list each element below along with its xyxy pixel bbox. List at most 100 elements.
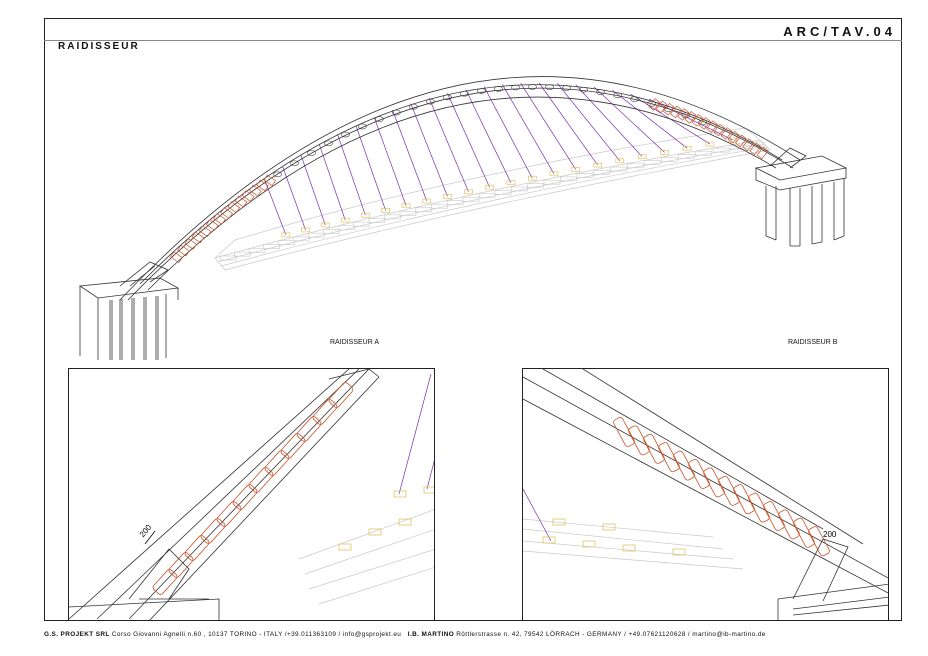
arch-opening xyxy=(477,88,486,94)
bearing-pad xyxy=(368,528,382,536)
detail-b-deck xyxy=(523,518,744,570)
hanger-anchor xyxy=(320,222,330,228)
deck-beam xyxy=(678,154,695,159)
stiffeners-right xyxy=(648,98,769,160)
hanger-anchor xyxy=(660,150,669,155)
stiffener xyxy=(280,433,306,459)
hanger-anchor xyxy=(340,217,350,223)
footer-address-1: Corso Giovanni Agnelli n.60 , 10137 TORI… xyxy=(111,631,402,638)
detail-a-drawing: 200 xyxy=(69,369,434,620)
deck-beam xyxy=(384,214,401,220)
stiffener xyxy=(232,484,258,510)
arch-opening xyxy=(562,85,571,91)
hanger-cable xyxy=(593,86,665,153)
arch-openings xyxy=(273,84,708,178)
deck-beam xyxy=(610,166,627,172)
deck-beam xyxy=(462,196,480,202)
arch-opening xyxy=(426,98,435,105)
arch-opening xyxy=(545,84,554,90)
hanger-anchor xyxy=(637,154,647,159)
stiffener xyxy=(184,238,198,250)
deck-beam xyxy=(415,207,432,213)
bridge-overview-drawing xyxy=(78,76,848,360)
deck-beam xyxy=(278,240,295,245)
stiffener xyxy=(677,108,690,121)
hanger-cable xyxy=(502,84,555,174)
sheet-title: RAIDISSEUR xyxy=(58,41,140,52)
arch-opening xyxy=(273,171,282,178)
arch-opening xyxy=(579,86,588,93)
hanger-cable xyxy=(465,89,512,183)
hanger-cable xyxy=(410,103,448,197)
stiffener xyxy=(213,213,226,225)
hanger-anchor xyxy=(682,145,692,151)
stiffener xyxy=(227,201,241,214)
deck-beam xyxy=(368,218,386,223)
stiffener xyxy=(706,120,719,133)
hanger-cable xyxy=(575,84,643,157)
hanger-cables xyxy=(264,82,738,238)
detail-a-hangers xyxy=(398,373,434,495)
arch-opening xyxy=(647,100,656,107)
bearing-pad xyxy=(393,490,407,498)
hanger-cable xyxy=(447,93,490,188)
detail-a-stiffeners xyxy=(152,382,354,595)
hanger-cable xyxy=(538,82,598,166)
hanger-cable xyxy=(300,155,326,226)
deck-beam xyxy=(494,190,512,195)
arch-opening xyxy=(392,109,401,116)
detail-a-panel: 200 xyxy=(68,368,435,621)
bearing-pad xyxy=(542,536,556,544)
arch-opening xyxy=(596,89,605,95)
stiffener xyxy=(698,117,711,130)
bearing-pad xyxy=(672,548,686,556)
stiffener xyxy=(200,518,226,544)
arch-opening xyxy=(324,140,333,147)
detail-b-dimension: 200 xyxy=(823,530,837,539)
hanger-anchor xyxy=(549,171,559,177)
bearing-pad xyxy=(423,486,434,494)
detail-b-abutment xyxy=(777,538,888,620)
title-divider xyxy=(44,40,902,41)
stiffener xyxy=(763,501,785,531)
deck-beam xyxy=(510,186,528,192)
footer-company-1: G.S. PROJEKT SRL xyxy=(44,631,110,638)
bearing-pad xyxy=(582,540,596,548)
arch-opening xyxy=(613,92,622,99)
stiffener xyxy=(684,111,697,124)
hanger-cable xyxy=(392,109,428,202)
arch-opening xyxy=(341,131,350,138)
detail-a-arch xyxy=(69,369,380,620)
stiffener xyxy=(670,105,682,119)
stiffener xyxy=(263,174,277,187)
deck-beam xyxy=(695,150,713,156)
deck-beam xyxy=(338,225,355,231)
arch-opening xyxy=(460,90,469,97)
stiffener xyxy=(184,535,210,561)
bearing-pad xyxy=(398,518,412,526)
hanger-cable xyxy=(355,125,386,211)
stiffener xyxy=(691,114,704,127)
stiffener xyxy=(177,244,190,257)
hanger-cable xyxy=(282,166,306,230)
stiffener xyxy=(152,569,178,595)
title-block: ARC/TAV.04 RAIDISSEUR xyxy=(44,18,902,52)
hanger-anchor xyxy=(361,212,370,218)
stiffener xyxy=(241,190,255,202)
hanger-anchor xyxy=(301,227,310,233)
hanger-anchor xyxy=(705,141,715,147)
deck-beam xyxy=(576,173,594,178)
deck-beam xyxy=(446,200,464,206)
sheet-reference: ARC/TAV.04 xyxy=(783,24,896,39)
detail-b-stiffeners xyxy=(613,417,830,557)
stiffener xyxy=(727,130,740,144)
deck-beam xyxy=(560,176,577,182)
stiffener xyxy=(249,184,262,197)
hanger-cable xyxy=(612,89,688,149)
arch-opening xyxy=(307,150,316,156)
footer-address-2: Röttlerstrasse n. 42, 79542 LÖRRACH - GE… xyxy=(456,631,766,638)
hanger-anchor xyxy=(281,232,291,238)
deck-cross-beams xyxy=(219,141,765,261)
hanger-anchor xyxy=(506,180,516,186)
hanger-cable xyxy=(648,98,734,141)
